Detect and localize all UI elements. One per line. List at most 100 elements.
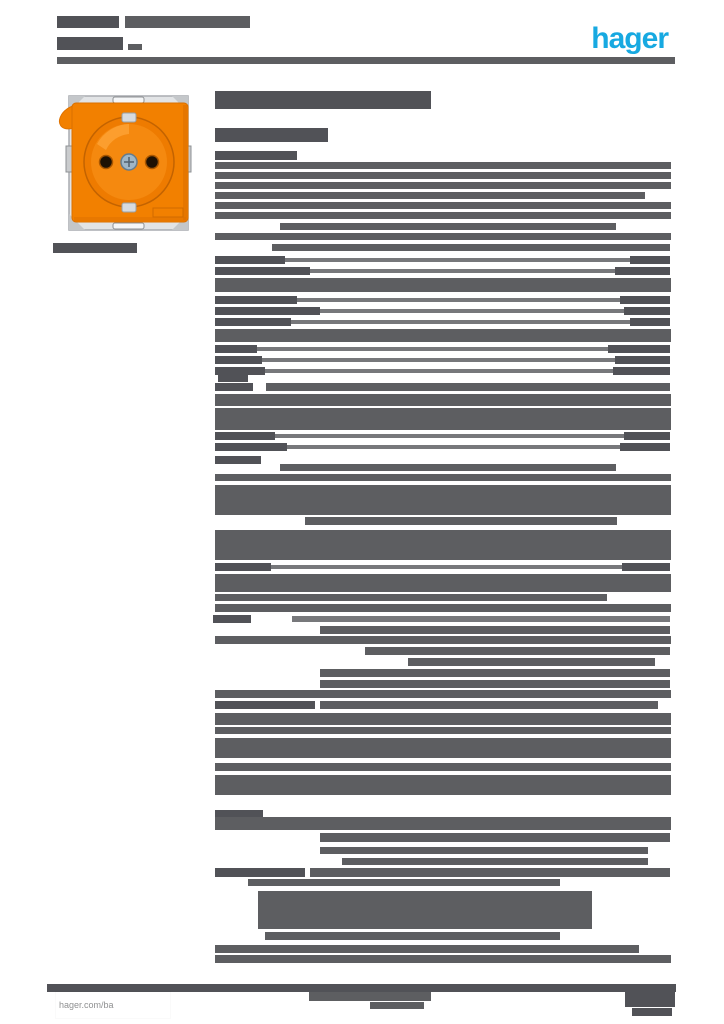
redacted-text-line bbox=[215, 775, 671, 795]
redacted-text-line bbox=[320, 626, 670, 634]
redacted-text-line bbox=[215, 432, 275, 440]
redacted-text-line bbox=[215, 91, 431, 109]
redacted-text-line bbox=[215, 267, 310, 275]
redacted-text-line bbox=[218, 375, 248, 382]
redacted-text-line bbox=[320, 833, 670, 842]
redacted-text-line bbox=[620, 443, 670, 451]
redacted-text-line bbox=[265, 932, 560, 940]
redacted-text-line bbox=[215, 202, 671, 209]
redacted-text-line bbox=[215, 182, 671, 189]
redacted-text-line bbox=[622, 563, 670, 571]
redacted-text-line bbox=[215, 320, 670, 324]
redacted-text-line bbox=[272, 244, 670, 251]
redacted-text-line bbox=[215, 701, 315, 709]
redacted-text-line bbox=[215, 345, 257, 353]
redacted-text-line bbox=[215, 408, 671, 430]
frame-top-screw-slot bbox=[112, 96, 145, 104]
pin-hole-left bbox=[98, 154, 114, 170]
frame-left-claw bbox=[65, 145, 73, 173]
redacted-text-line bbox=[215, 369, 670, 373]
redacted-text-line bbox=[320, 680, 670, 688]
redacted-text-line bbox=[624, 432, 670, 440]
redacted-text-line bbox=[215, 485, 671, 515]
redacted-text-line bbox=[280, 223, 616, 230]
redacted-text-line bbox=[215, 456, 261, 464]
earth-clip-top bbox=[121, 112, 137, 123]
redacted-text-line bbox=[213, 615, 251, 623]
redacted-text-line bbox=[615, 267, 670, 275]
redacted-text-line bbox=[215, 636, 671, 644]
cover-shadow-right bbox=[183, 105, 187, 220]
redacted-text-line bbox=[57, 57, 675, 64]
redacted-text-line bbox=[320, 701, 658, 709]
redacted-text-line bbox=[258, 891, 592, 929]
redacted-text-line bbox=[632, 1008, 672, 1016]
redacted-text-line bbox=[215, 690, 671, 698]
redacted-text-line bbox=[215, 738, 671, 758]
redacted-text-line bbox=[280, 464, 616, 471]
redacted-text-line bbox=[215, 945, 639, 953]
redacted-text-line bbox=[615, 356, 670, 364]
redacted-text-line bbox=[215, 955, 671, 963]
redacted-text-line bbox=[630, 318, 670, 326]
redacted-text-line bbox=[57, 37, 123, 50]
redacted-text-line bbox=[215, 383, 253, 391]
earth-clip-bottom bbox=[121, 202, 137, 213]
redacted-text-line bbox=[215, 151, 297, 160]
socket-highlight bbox=[97, 124, 129, 150]
cover-label bbox=[152, 207, 184, 218]
footer-link-label: hager.com/ba bbox=[59, 1000, 114, 1010]
redacted-text-line bbox=[620, 296, 670, 304]
redacted-text-line bbox=[215, 318, 291, 326]
redacted-text-line bbox=[370, 1002, 424, 1009]
redacted-text-line bbox=[215, 233, 671, 240]
schuko-socket-illustration bbox=[58, 95, 192, 231]
redacted-text-line bbox=[215, 763, 671, 771]
redacted-text-line bbox=[320, 847, 648, 854]
redacted-text-line bbox=[215, 594, 607, 601]
redacted-text-line bbox=[215, 727, 671, 734]
redacted-text-line bbox=[215, 358, 670, 362]
cover-shadow-bottom bbox=[74, 217, 186, 221]
footer-divider bbox=[47, 984, 676, 992]
redacted-text-line bbox=[630, 256, 670, 264]
redacted-text-line bbox=[320, 669, 670, 677]
redacted-text-line bbox=[128, 44, 142, 50]
redacted-text-line bbox=[215, 307, 320, 315]
redacted-text-line bbox=[215, 367, 265, 375]
redacted-text-line bbox=[215, 347, 670, 351]
redacted-text-line bbox=[215, 563, 271, 571]
footer-link[interactable]: hager.com/ba bbox=[56, 992, 170, 1018]
redacted-text-line bbox=[613, 367, 670, 375]
redacted-text-line bbox=[215, 394, 671, 406]
redacted-text-line bbox=[215, 443, 287, 451]
redacted-text-line bbox=[215, 309, 670, 313]
redacted-text-line bbox=[57, 16, 119, 28]
redacted-text-line bbox=[624, 307, 670, 315]
redacted-text-line bbox=[215, 329, 671, 342]
redacted-text-line bbox=[215, 713, 671, 725]
pin-hole-right bbox=[144, 154, 160, 170]
redacted-text-line bbox=[305, 517, 617, 525]
redacted-text-line bbox=[266, 383, 670, 391]
product-image bbox=[57, 88, 200, 238]
redacted-text-line bbox=[215, 434, 670, 438]
redacted-text-line bbox=[215, 530, 671, 560]
redacted-text-line bbox=[53, 243, 137, 253]
redacted-text-line bbox=[215, 565, 670, 569]
redacted-text-line bbox=[215, 278, 671, 292]
redacted-text-line bbox=[215, 298, 670, 302]
redacted-text-line bbox=[608, 345, 670, 353]
redacted-text-line bbox=[125, 16, 250, 28]
redacted-text-line bbox=[408, 658, 655, 666]
redacted-text-line bbox=[215, 474, 671, 481]
redacted-text-line bbox=[215, 810, 263, 818]
redacted-text-line bbox=[215, 162, 671, 169]
hager-logo: hager bbox=[591, 22, 669, 55]
redacted-text-line bbox=[310, 868, 670, 877]
redacted-text-line bbox=[215, 296, 297, 304]
redacted-text-line bbox=[248, 879, 560, 886]
redacted-text-line bbox=[215, 604, 671, 612]
redacted-text-line bbox=[215, 256, 285, 264]
